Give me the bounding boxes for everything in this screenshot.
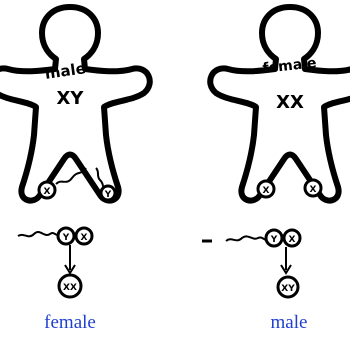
right-caption: male	[270, 312, 308, 333]
svg-text:X: X	[44, 187, 51, 197]
left-body-label: male	[44, 59, 87, 83]
svg-text:Y: Y	[62, 233, 70, 243]
left-caption: female	[44, 312, 96, 333]
left-chromosome-label: XY	[57, 88, 85, 109]
right-body-label: female	[262, 55, 317, 77]
svg-text:Y: Y	[270, 235, 278, 245]
svg-text:X: X	[263, 186, 270, 196]
svg-text:X: X	[81, 233, 88, 243]
right-egg-x1: X	[256, 179, 276, 199]
left-fertilization: Y X XX	[17, 226, 94, 299]
right-chromosome-label: XX	[276, 92, 304, 113]
right-offspring-label: XY	[281, 284, 295, 294]
svg-text:X: X	[289, 235, 296, 245]
right-egg-x2: X	[303, 178, 323, 198]
right-fertilization: Y X XY	[202, 228, 302, 299]
svg-text:X: X	[310, 185, 317, 195]
left-figure: male XY X Y Y X XX	[0, 7, 150, 299]
left-offspring-label: XX	[63, 283, 77, 293]
left-sperm-y: Y	[95, 167, 117, 202]
left-sperm-x: X	[37, 167, 87, 200]
svg-text:Y: Y	[104, 190, 112, 200]
right-figure: female XX X X Y X XY	[202, 7, 350, 299]
